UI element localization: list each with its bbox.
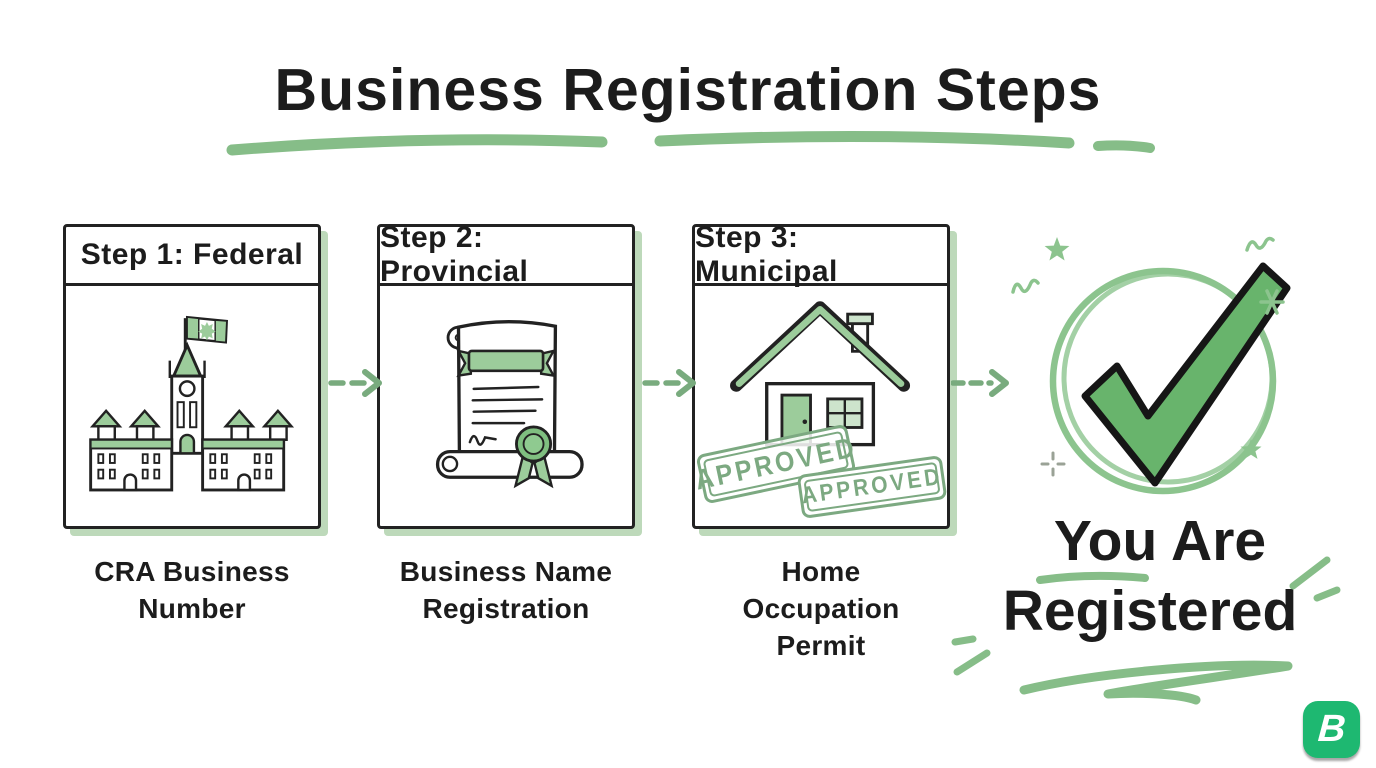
parliament-building-icon bbox=[89, 315, 295, 492]
sketch-circle bbox=[1049, 267, 1277, 495]
text-lines bbox=[471, 385, 544, 425]
step-card-body bbox=[380, 286, 632, 526]
step-card-header: Step 3: Municipal bbox=[695, 221, 947, 288]
sparkle-decorations bbox=[1011, 236, 1285, 477]
result-text-line1: You Are bbox=[1053, 509, 1267, 573]
page-title: Business Registration Steps bbox=[274, 57, 1102, 123]
step-caption: Home Occupation Permit bbox=[742, 556, 900, 662]
brand-logo-letter: B bbox=[1316, 708, 1347, 750]
checkmark-icon bbox=[1011, 236, 1291, 495]
brand-logo[interactable]: B bbox=[1303, 701, 1360, 758]
signature-squiggle bbox=[468, 434, 497, 446]
dashed-arrow-icon bbox=[642, 369, 696, 397]
window bbox=[826, 397, 864, 429]
parliament-wings bbox=[89, 408, 295, 492]
roof-outline bbox=[730, 301, 911, 392]
step-caption: CRA Business Number bbox=[94, 556, 290, 625]
canada-flag-icon bbox=[183, 315, 229, 353]
step-card-municipal: Step 3: Municipal bbox=[692, 221, 950, 529]
ribbon-banner bbox=[456, 349, 556, 378]
step-card-header: Step 1: Federal bbox=[66, 227, 318, 286]
result-text-line2: Registered bbox=[1002, 579, 1298, 643]
step-card-header: Step 2: Provincial bbox=[380, 221, 632, 288]
you-underline-decoration bbox=[1036, 571, 1149, 584]
step-card-provincial: Step 2: Provincial bbox=[377, 221, 635, 529]
sparkle-dashes-right bbox=[1289, 556, 1341, 602]
dashed-arrow-icon bbox=[328, 369, 382, 397]
step-card-body bbox=[66, 286, 318, 526]
check-glyph bbox=[1081, 262, 1291, 487]
peace-tower bbox=[168, 341, 206, 455]
sparkle-dashes-left bbox=[951, 635, 991, 676]
title-underline-decoration bbox=[226, 130, 1155, 156]
roof-fill bbox=[735, 306, 905, 387]
certificate-scroll-icon bbox=[435, 320, 584, 489]
registered-swoosh-decoration bbox=[1019, 660, 1293, 705]
award-rosette bbox=[513, 425, 554, 489]
step-caption: Business Name Registration bbox=[399, 556, 613, 625]
dashed-arrow-icon bbox=[951, 369, 1009, 397]
step-card-federal: Step 1: Federal bbox=[63, 224, 321, 529]
